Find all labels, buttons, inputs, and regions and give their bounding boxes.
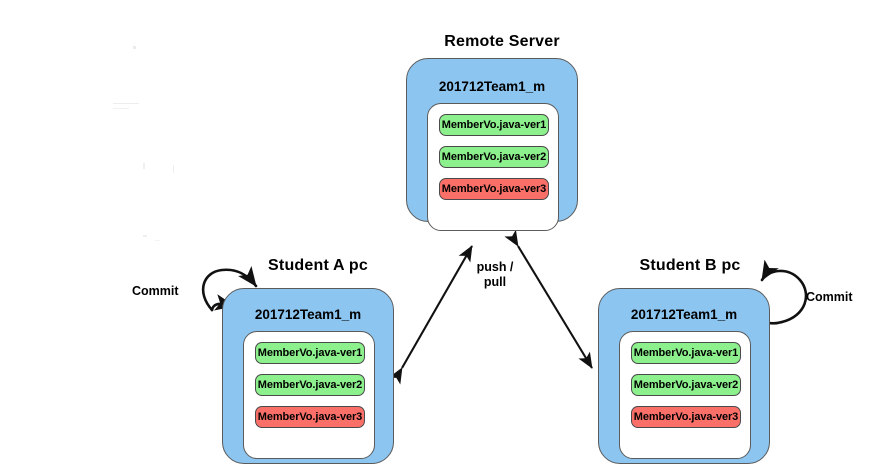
scan-speckle [113,108,129,109]
scan-speckle [113,103,139,104]
remote-server-worktree: MemberVo.java-ver1 MemberVo.java-ver2 Me… [427,103,559,231]
student-a-pc-repo[interactable]: 201712Team1_m MemberVo.java-ver1 MemberV… [222,288,394,464]
remote-server-file-1[interactable]: MemberVo.java-ver1 [439,114,549,136]
student-b-pc-worktree: MemberVo.java-ver1 MemberVo.java-ver2 Me… [619,331,751,459]
student-b-pc-title: Student B pc [639,257,741,274]
push-pull-label-line2: pull [483,275,507,290]
scan-speckle [143,163,145,169]
student-a-pc-file-3[interactable]: MemberVo.java-ver3 [255,406,365,428]
scan-speckle [143,235,147,237]
student-a-pc-file-1[interactable]: MemberVo.java-ver1 [255,342,365,364]
student-b-pc-repo-label: 201712Team1_m [630,307,738,322]
scan-speckle [155,240,160,241]
push-pull-arrow-left [388,245,473,385]
scan-speckle [173,165,174,173]
remote-server-title: Remote Server [444,33,560,50]
student-b-pc-file-2[interactable]: MemberVo.java-ver2 [631,374,741,396]
remote-server-repo-label: 201712Team1_m [438,79,546,94]
student-b-pc-file-3[interactable]: MemberVo.java-ver3 [631,406,741,428]
push-pull-arrow-right [504,229,593,369]
student-a-pc-worktree: MemberVo.java-ver1 MemberVo.java-ver2 Me… [243,331,375,459]
student-b-pc-file-1[interactable]: MemberVo.java-ver1 [631,342,741,364]
remote-server-file-3[interactable]: MemberVo.java-ver3 [439,178,549,200]
remote-server-file-2[interactable]: MemberVo.java-ver2 [439,146,549,168]
push-pull-label: push / pull [435,260,555,291]
push-pull-label-line1: push / [476,260,514,274]
student-b-pc-repo[interactable]: 201712Team1_m MemberVo.java-ver1 MemberV… [598,288,770,464]
student-a-pc-file-2[interactable]: MemberVo.java-ver2 [255,374,365,396]
student-a-pc-repo-label: 201712Team1_m [254,307,362,322]
remote-server-repo[interactable]: 201712Team1_m MemberVo.java-ver1 MemberV… [406,58,578,231]
student-a-pc-title: Student A pc [268,257,368,274]
commit-loop-left-upper [201,266,258,312]
scan-speckle [133,46,136,49]
commit-label-right: Commit [806,290,853,304]
commit-loop-right [760,259,808,324]
commit-label-left: Commit [132,284,179,298]
